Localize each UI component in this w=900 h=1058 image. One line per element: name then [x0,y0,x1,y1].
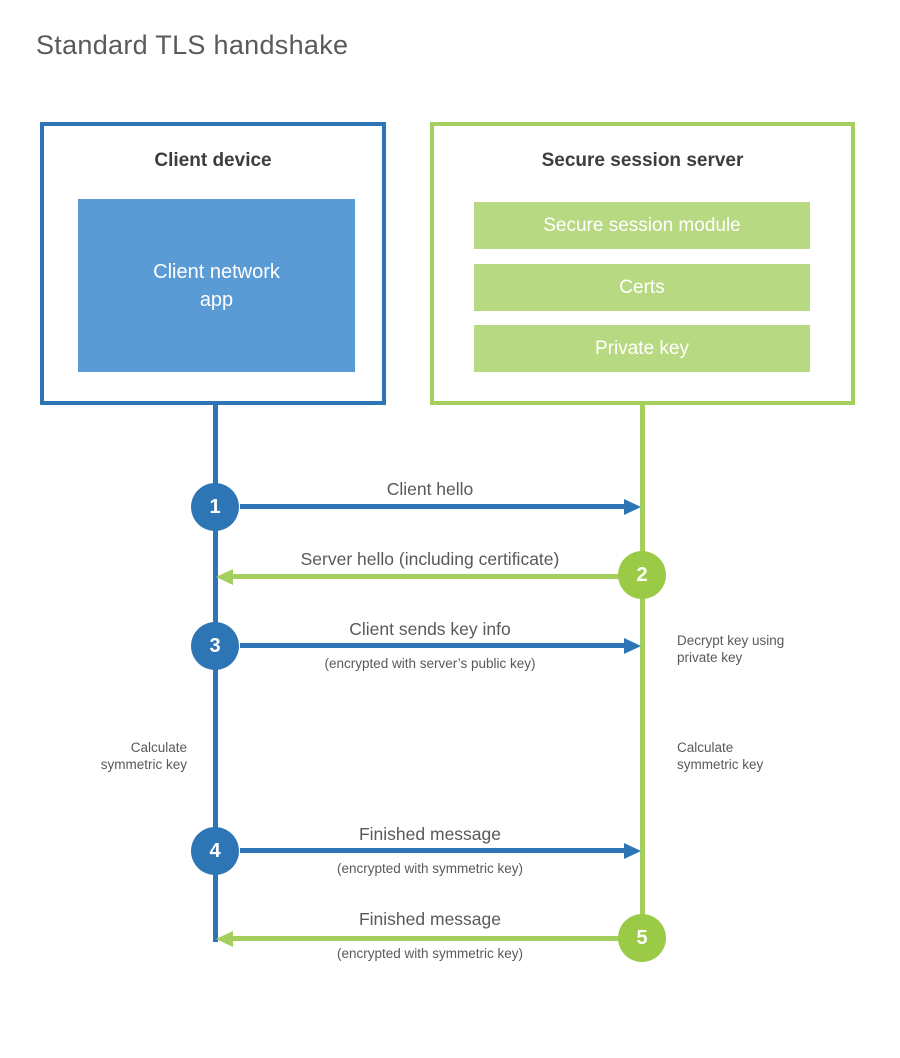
note-calculate-symmetric-key-client: Calculate symmetric key [100,740,187,772]
step-4-arrow-line [240,848,625,853]
step-1-label: Client hello [386,479,474,499]
step-4-arrowhead-right-icon [624,843,641,859]
server-module-secure-session: Secure session module [474,202,810,249]
step-4-label: Finished message [358,824,502,844]
step-2-arrowhead-left-icon [216,569,233,585]
step-5-arrow-line [233,936,620,941]
client-device-title: Client device [154,150,272,171]
step-1-circle: 1 [191,483,239,531]
server-module-label: Secure session module [543,214,741,236]
step-3-label: Client sends key info [349,619,511,639]
note-decrypt-key: Decrypt key using private key [677,633,785,665]
server-module-private-key: Private key [474,325,810,372]
page-title: Standard TLS handshake [36,30,349,60]
step-5-arrowhead-left-icon [216,931,233,947]
server-title: Secure session server [541,150,744,171]
server-module-label: Certs [619,276,665,298]
client-lifeline [213,405,218,942]
note-calculate-symmetric-key-server: Calculate symmetric key [677,740,764,772]
server-lifeline [640,405,645,939]
step-5-label: Finished message [358,909,502,929]
step-2-arrow-line [233,574,620,579]
step-1-arrow-line [240,504,625,509]
step-3-sublabel: (encrypted with server’s public key) [324,656,536,671]
client-network-app-box: Client network app [78,199,355,372]
step-1-arrowhead-right-icon [624,499,641,515]
server-module-label: Private key [595,337,689,359]
step-2-circle: 2 [618,551,666,599]
step-4-sublabel: (encrypted with symmetric key) [336,861,524,876]
step-4-circle: 4 [191,827,239,875]
client-network-app-label: Client network app [153,260,280,311]
step-5-sublabel: (encrypted with symmetric key) [336,946,524,961]
step-3-circle: 3 [191,622,239,670]
step-5-circle: 5 [618,914,666,962]
step-3-arrow-line [240,643,625,648]
server-module-certs: Certs [474,264,810,311]
step-2-label: Server hello (including certificate) [300,549,560,569]
step-3-arrowhead-right-icon [624,638,641,654]
